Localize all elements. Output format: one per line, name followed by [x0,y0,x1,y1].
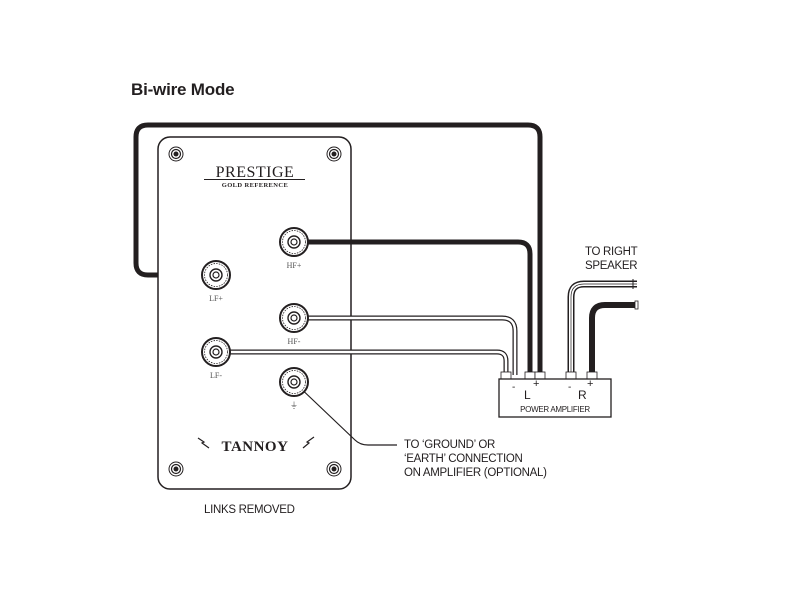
amp-label: POWER AMPLIFIER [520,405,590,414]
amp-right-label: R [578,388,587,402]
links-removed-caption: LINKS REMOVED [204,504,295,516]
right-speaker-label: TO RIGHT SPEAKER [585,246,638,272]
screw-icon [168,146,184,162]
cable-lf-plus [133,122,543,375]
label-hf-minus: HF- [288,337,301,346]
tannoy-logo: TANNOY [197,436,315,455]
brand-sub: GOLD REFERENCE [222,182,288,189]
amp-left-plus: + [533,378,539,390]
terminal-lf-plus-icon [201,260,231,290]
amp-right-minus: - [568,382,571,393]
screw-icon [168,461,184,477]
cable-right-plus [589,302,635,375]
label-lf-plus: LF+ [209,294,223,303]
amp-right-plus: + [587,378,593,390]
cable-hf-plus [294,239,533,375]
amp-left-minus: - [512,382,515,393]
diagram-title: Bi-wire Mode [131,80,235,99]
amp-left-label: L [524,388,531,402]
label-hf-plus: HF+ [287,261,302,270]
speaker-terminal-panel [157,136,352,490]
power-amplifier [498,378,612,418]
terminal-ground-icon [279,367,309,397]
cable-right-minus [567,280,637,375]
terminal-hf-plus-icon [279,227,309,257]
ground-wire [293,381,397,446]
label-lf-minus: LF- [210,371,222,380]
screw-icon [326,146,342,162]
terminal-lf-minus-icon [201,337,231,367]
terminal-hf-minus-icon [279,303,309,333]
screw-icon [326,461,342,477]
ground-connection-note: TO ‘GROUND’ OR ‘EARTH’ CONNECTION ON AMP… [404,439,547,479]
brand-main: PRESTIGE [216,164,295,181]
svg-text:TANNOY: TANNOY [222,439,289,455]
label-ground: ⏚ [290,401,298,410]
